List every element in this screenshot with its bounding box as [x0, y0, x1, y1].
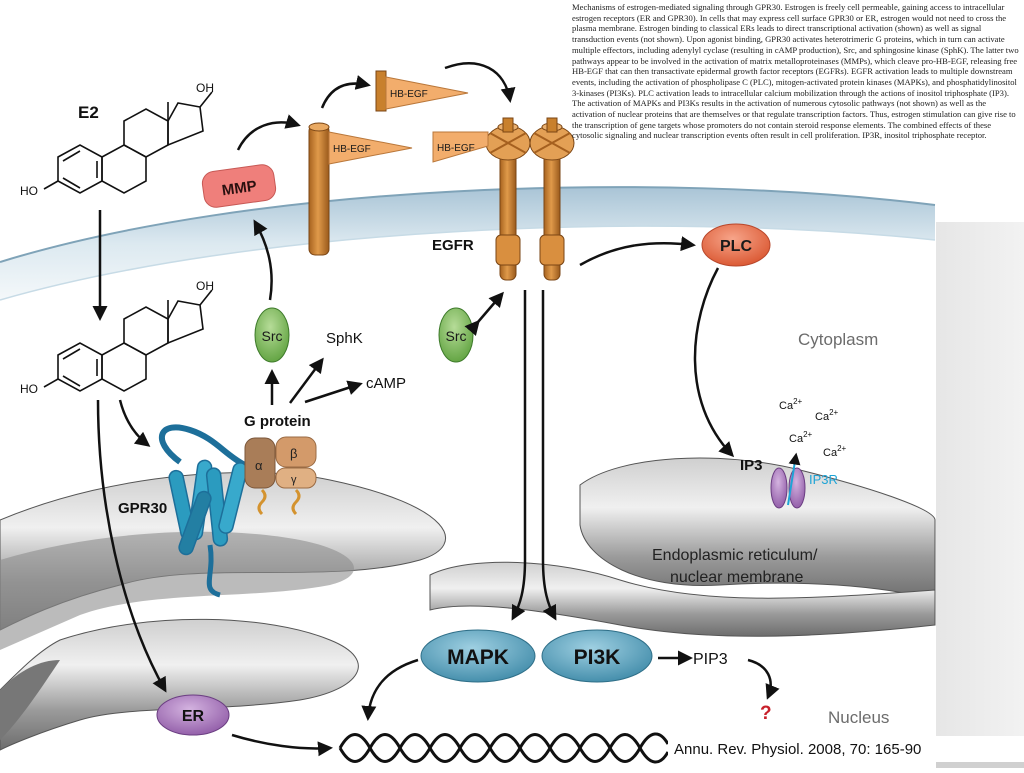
er-label: ER [182, 708, 205, 725]
pi3k-oval [541, 629, 653, 683]
figure-caption: Mechanisms of estrogen-mediated signalin… [572, 2, 1019, 141]
arrow-mmp-to-hbegf [236, 114, 301, 151]
arrow-e2-to-er [96, 399, 167, 693]
mapk-label: MAPK [447, 646, 509, 669]
mmp-label: MMP [221, 178, 258, 200]
ip3r-channel [770, 452, 806, 509]
free-hbegf-stem [375, 70, 387, 112]
side-panel [936, 222, 1024, 736]
g-gamma-label: γ [291, 474, 297, 486]
dna-helix [338, 732, 670, 764]
plc-oval [701, 223, 771, 267]
egfr-receptor [485, 117, 575, 281]
arrow-gprotein-to-camp [304, 380, 363, 404]
hbegf-label-1: HB-EGF [333, 144, 371, 155]
g-protein-label: G protein [244, 413, 311, 430]
nuclear-envelope-lower [0, 618, 359, 751]
cytoplasm-label: Cytoplasm [798, 330, 878, 349]
g-alpha-label: α [255, 458, 263, 473]
ca-label-3: Ca [789, 433, 804, 445]
arrow-pip3-to-question [747, 658, 780, 700]
arrow-plc-to-ip3 [693, 267, 735, 458]
arrow-release-hbegf [320, 75, 371, 109]
ca-label-4: Ca [823, 447, 838, 459]
ho-label-mid: HO [20, 382, 38, 396]
svg-text:Ca2+: Ca2+ [823, 444, 847, 459]
er-membrane-label-1: Endoplasmic reticulum/ [652, 547, 818, 564]
camp-label: cAMP [366, 375, 406, 392]
plasma-membrane [0, 187, 935, 300]
hbegf-flag-2 [385, 76, 469, 110]
src-oval-left [254, 307, 290, 363]
estradiol-structure-top [43, 91, 213, 194]
arrow-src-to-mmp [253, 219, 273, 301]
gpr30-label: GPR30 [118, 500, 167, 517]
ip3-label: IP3 [740, 457, 763, 474]
svg-text:Ca2+: Ca2+ [815, 408, 839, 423]
side-panel-bottom [936, 762, 1024, 768]
ho-label-top: HO [20, 184, 38, 198]
arrow-e2-to-gpr30 [118, 399, 151, 447]
arrow-egfr-to-mapk [511, 290, 527, 621]
g-protein-complex [244, 436, 317, 516]
arrow-hbegf-to-egfr [444, 62, 516, 103]
oh-label-top: OH [196, 81, 214, 95]
ca-label-2: Ca [815, 411, 830, 423]
plc-label: PLC [720, 238, 752, 255]
hbegf-flag-1 [328, 131, 413, 165]
src-label-right: Src [446, 328, 467, 344]
nucleus-label: Nucleus [828, 708, 889, 727]
svg-text:Ca2+: Ca2+ [789, 430, 813, 445]
oh-label-mid: OH [196, 279, 214, 293]
hbegf-label-3: HB-EGF [437, 143, 475, 154]
src-label-left: Src [262, 328, 283, 344]
er-oval [156, 694, 230, 736]
svg-text:Ca2+: Ca2+ [779, 397, 803, 412]
pro-hbegf-rod [308, 124, 330, 256]
arrow-er-to-dna [231, 733, 333, 757]
question-mark: ? [760, 703, 772, 724]
er-membrane-label-2: nuclear membrane [670, 569, 804, 586]
e2-label: E2 [78, 103, 99, 122]
calcium-ions: Ca2+ Ca2+ Ca2+ Ca2+ [779, 397, 847, 459]
hbegf-label-2: HB-EGF [390, 89, 428, 100]
egfr-label: EGFR [432, 237, 474, 254]
mmp-box [201, 164, 277, 208]
arrow-src-egfr-bidirectional [464, 291, 504, 336]
hbegf-flag-3 [432, 131, 489, 163]
arrow-egfr-to-pi3k [541, 290, 557, 621]
ca-label-1: Ca [779, 400, 794, 412]
sphk-label: SphK [326, 330, 363, 347]
mapk-oval [420, 629, 536, 683]
er-membrane-right [429, 457, 936, 637]
arrow-egfr-to-plc [579, 236, 696, 267]
pi3k-label: PI3K [574, 646, 621, 669]
citation-text: Annu. Rev. Physiol. 2008, 70: 165-90 [668, 738, 974, 762]
gpr30-receptor [158, 424, 248, 598]
arrow-gprotein-to-sphk [288, 357, 324, 404]
estradiol-structure-mid [43, 289, 213, 392]
g-beta-label: β [290, 446, 297, 461]
pip3-label: PIP3 [693, 651, 728, 668]
arrow-mapk-to-dna [361, 658, 419, 721]
ip3r-label: IP3R [809, 472, 838, 487]
